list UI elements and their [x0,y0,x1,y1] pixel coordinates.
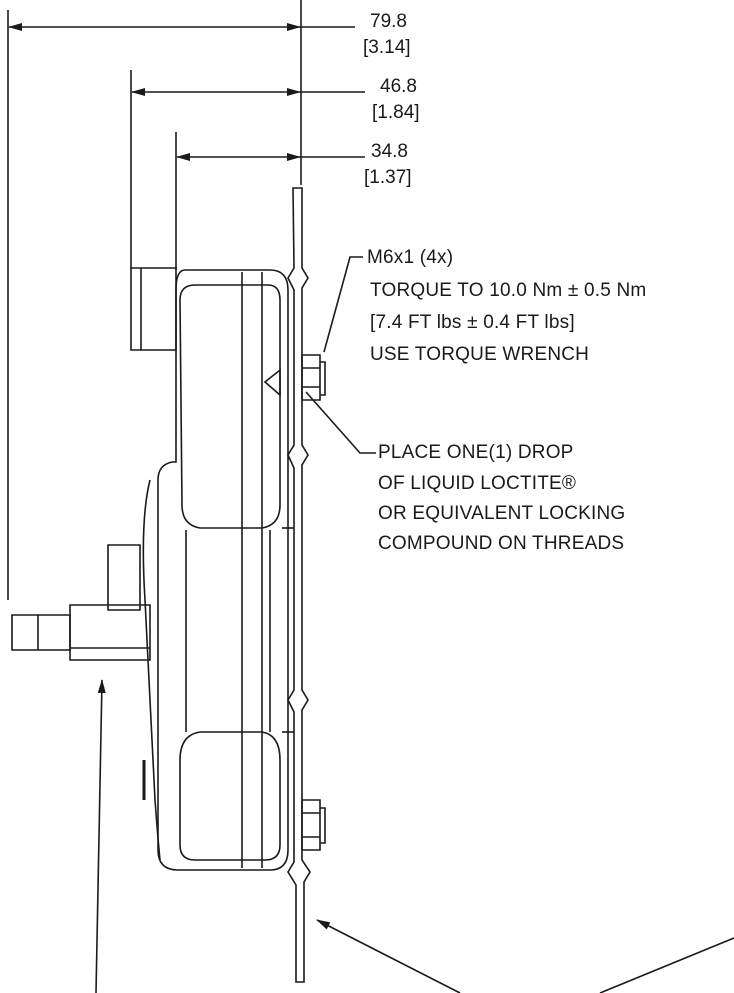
loctite-note-line-1: PLACE ONE(1) DROP [378,442,574,463]
fastener-note-line-2: TORQUE TO 10.0 Nm ± 0.5 Nm [370,280,647,301]
loctite-note-line-3: OR EQUIVALENT LOCKING [378,503,626,524]
dimension-79-8-mm: 79.8 [370,11,407,32]
mounting-bracket-plate [287,187,311,983]
leader-loctite-note [305,391,376,454]
boss [263,368,281,397]
dimension-46-8-inch: [1.84] [372,102,420,123]
leader-bottom-right [316,919,461,993]
rear-housing [130,267,177,351]
dimension-46-8-mm: 46.8 [380,76,417,97]
shaft-hub [69,604,151,661]
shaft [11,614,71,651]
bolt-top [301,354,326,401]
fastener-note-line-4: USE TORQUE WRENCH [370,344,590,365]
dimension-34-8-mm: 34.8 [371,141,408,162]
bolt-bottom [301,799,326,851]
shaft-collar [107,544,141,611]
fastener-note-line-1: M6x1 (4x) [367,247,454,268]
loctite-note-line-2: OF LIQUID LOCTITE® [378,473,577,494]
leader-fastener-note [323,256,363,353]
motor-body [157,269,289,871]
loctite-note-line-4: COMPOUND ON THREADS [378,533,625,554]
fastener-note-line-3: [7.4 FT lbs ± 0.4 FT lbs] [370,312,575,333]
dimension-34-8-inch: [1.37] [364,167,412,188]
leader-bottom-far-right [599,937,734,993]
leader-bottom-left [95,679,106,993]
dimension-79-8-inch: [3.14] [363,37,411,58]
